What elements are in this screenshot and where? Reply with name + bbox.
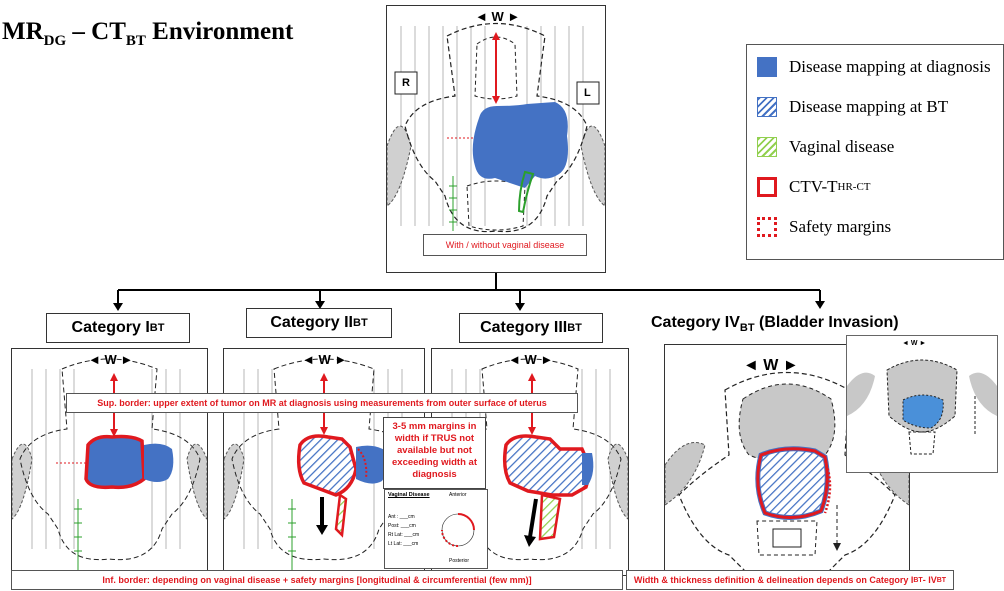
category-4-suffix: (Bladder Invasion) <box>755 314 899 331</box>
category-4-text: Category IV <box>651 314 740 331</box>
legend-label-sub: HR-CT <box>838 181 871 193</box>
hatched-green-swatch-icon <box>757 137 777 157</box>
width-note-sub2: BT <box>937 577 946 584</box>
margins-note: 3-5 mm margins in width if TRUS not avai… <box>383 417 486 489</box>
vaginal-disease-inset: Vaginal Disease Ant : ___cm Post: ___cm … <box>384 489 488 569</box>
inset-anatomy-drawing <box>847 336 997 472</box>
legend-item-safety: Safety margins <box>757 217 891 237</box>
width-note-mid: - IV <box>923 575 937 585</box>
red-dotted-swatch-icon <box>757 217 777 237</box>
category-4-sub: BT <box>740 322 755 334</box>
legend-item-diagnosis: Disease mapping at diagnosis <box>757 57 991 77</box>
sup-border-note: Sup. border: upper extent of tumor on MR… <box>66 393 578 413</box>
left-side-label: L <box>584 87 591 99</box>
category-1-width-label: ◄ W ► <box>88 352 133 367</box>
right-side-label: R <box>402 77 410 89</box>
category-1-text: Category I <box>72 319 150 337</box>
top-width-label: ◄ W ► <box>475 9 520 24</box>
legend-item-vaginal: Vaginal disease <box>757 137 894 157</box>
top-diagram-panel: ◄ W ► R L With / without vaginal disease <box>386 5 606 273</box>
category-3-text: Category III <box>480 319 567 337</box>
category-4-label: Category IVBT (Bladder Invasion) <box>651 314 899 334</box>
inset-width-label: ◄ W ► <box>902 340 926 347</box>
hatched-blue-swatch-icon <box>757 97 777 117</box>
legend-label: Disease mapping at BT <box>789 97 948 117</box>
category-1-panel: ◄ W ► <box>11 348 208 576</box>
legend-label: Disease mapping at diagnosis <box>789 57 991 77</box>
category-1-sub: BT <box>150 322 165 334</box>
inf-border-note: Inf. border: depending on vaginal diseas… <box>11 570 623 590</box>
width-note: Width & thickness definition & delineati… <box>626 570 954 590</box>
vaginal-clock-drawing <box>385 490 487 568</box>
category-1-drawing <box>12 349 207 575</box>
category-4-inset: ◄ W ► <box>846 335 998 473</box>
legend: Disease mapping at diagnosis Disease map… <box>746 44 1004 260</box>
width-note-sub1: BT <box>913 577 922 584</box>
legend-label: Vaginal disease <box>789 137 894 157</box>
category-2-width-label: ◄ W ► <box>302 352 347 367</box>
red-outline-swatch-icon <box>757 177 777 197</box>
legend-item-bt: Disease mapping at BT <box>757 97 948 117</box>
category-4-width-label: ◄ W ► <box>743 357 799 375</box>
top-anatomy-drawing <box>387 6 605 272</box>
solid-blue-swatch-icon <box>757 57 777 77</box>
category-2-text: Category II <box>270 314 353 332</box>
legend-label: Safety margins <box>789 217 891 237</box>
category-3-width-label: ◄ W ► <box>508 352 553 367</box>
category-2-sub: BT <box>353 317 368 329</box>
legend-label: CTV-T <box>789 177 838 197</box>
category-3-sub: BT <box>567 322 582 334</box>
width-note-text: Width & thickness definition & delineati… <box>634 575 913 585</box>
top-caption: With / without vaginal disease <box>423 234 587 256</box>
